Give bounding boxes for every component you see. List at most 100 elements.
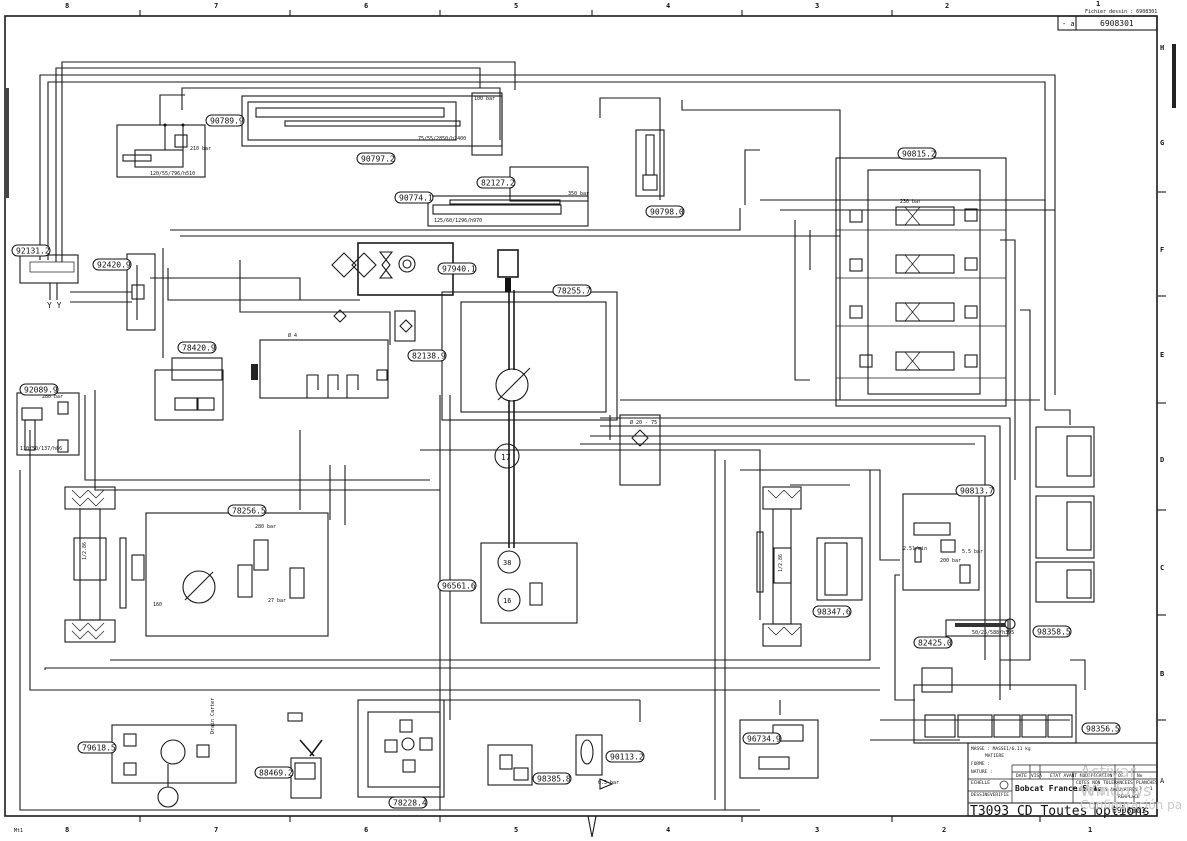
component-82138.9 [394,310,416,342]
callout-bubble [913,636,953,649]
zone-bottom-7: 7 [214,826,218,834]
callout-bubble [394,191,434,204]
callout-id: 88469.2 [259,769,293,778]
doc-number-header: 6908301 [1100,19,1134,28]
callout-92420.9: 92420.9 [92,258,132,271]
callout-id: 82425.0 [918,639,952,648]
callout-bubble [1032,625,1072,638]
relief-90774: 350 bar [568,191,589,197]
component-82425.0: 50/25/588/h395 [945,618,1016,637]
filter: Ø 20 - 75 [619,414,661,486]
callout-bubble [552,284,592,297]
callout-82425.0: 82425.0 [913,636,953,649]
zone-bottom-5: 5 [514,826,518,834]
callout-79618.5: 79618.5 [77,741,117,754]
component-92420.9 [70,253,156,331]
component-79618.5: Drain Carter [111,698,237,808]
callout-id: 97940.1 [442,265,476,274]
relief-78256: 280 bar [255,524,276,530]
callout-90113.2: 90113.2 [605,750,645,763]
tb-col-no: No [1137,773,1143,779]
callout-id: 90774.1 [399,194,433,203]
callout-id: 98385.8 [537,775,571,784]
callout-98356.5: 98356.5 [1081,722,1121,735]
callout-bubble [645,205,685,218]
callout-bubble [605,750,645,763]
callout-bubble [77,741,117,754]
row-B: B [1160,670,1164,678]
row-F: F [1160,246,1164,254]
spec-90789: 120/55/796/h510 [150,171,195,177]
callout-bubble [812,605,852,618]
relief-90815: 230 bar [900,199,921,205]
callout-bubble [955,484,995,497]
title-block: MASSE : MASSE1/6.11 kg MATIERE FORME : N… [967,742,1165,819]
tb-lengths: LONGUEURS [1076,787,1101,793]
callout-id: 90789.9 [210,117,244,126]
callout-82127.2: 82127.2 [476,176,516,189]
callout-78228.4: 78228.4 [388,796,428,809]
callout-bubble [437,262,477,275]
relief-90113: 0.5 bar [598,780,619,786]
callout-id: 92131.2 [16,247,50,256]
callout-id: 98358.5 [1037,628,1071,637]
bottom-left-mark: Mt1 [14,828,23,834]
callout-bubble [897,147,937,160]
tb-scale: ECHELLE [971,780,990,786]
filter-label: Ø 20 - 75 [630,419,657,426]
spec-92089: 110/50/137/h86 [20,446,62,452]
callout-id: 78255.7 [557,287,591,296]
tb-drawing-title: T3093 CD Toutes options [970,804,1150,819]
drawing-frame [4,10,1176,838]
callout-bubble [177,341,217,354]
component-96561.6: 38 16 [480,542,578,624]
tank-block: Ø 4 [251,309,389,399]
pump-16-label: 16 [503,597,511,605]
spec-90774: 125/60/1296/h970 [434,218,482,224]
callout-id: 96734.9 [747,735,781,744]
callout-id: 78228.4 [393,799,427,808]
callout-bubble [254,766,294,779]
callout-bubble [1081,722,1121,735]
component-78255.7: 17 [441,290,618,548]
component-78420.9 [154,357,224,421]
press-27: 27 bar [268,598,286,604]
relief-90789: 210 bar [190,146,211,152]
hydraulic-lines [19,61,1086,811]
tb-angles: COTES ANGULAIRES [1094,787,1138,793]
component-90113.2: 0.5 bar [575,734,619,790]
flow-label: 2.5l/min [903,546,927,552]
row-C: C [1160,564,1164,572]
tb-sheets: PLANCHES [1136,780,1158,786]
callout-id: 90797.2 [361,155,395,164]
callout-id: 90113.2 [610,753,644,762]
callout-id: 82127.2 [481,179,515,188]
tb-col-date: DATE [1016,773,1027,779]
zone-bottom-3: 3 [815,826,819,834]
component-90798.0 [635,129,665,197]
callout-88469.2: 88469.2 [254,766,294,779]
callout-90813.7: 90813.7 [955,484,995,497]
callout-90797.2: 90797.2 [356,152,396,165]
callout-98347.6: 98347.6 [812,605,852,618]
zone-top-5: 5 [514,2,518,10]
component-98347.6 [816,537,863,601]
callout-98358.5: 98358.5 [1032,625,1072,638]
callout-id: 96561.6 [442,582,476,591]
callout-90774.1: 90774.1 [394,191,434,204]
row-G: G [1160,139,1164,147]
axle-ratio-left: 1/2.86 [82,542,88,560]
zone-bottom-8: 8 [65,826,69,834]
file-label: Fichier dessin : 6908301 [1085,9,1157,15]
zone-top-3: 3 [815,2,819,10]
tb-format: FORME : [971,761,990,767]
component-78256.5: 280 bar 27 bar 160 [145,512,329,637]
callout-id: 78256.5 [232,507,266,516]
callout-bubble [437,579,477,592]
tb-company: Bobcat France S.A. [1015,784,1102,793]
tb-nature: NATURE : [971,769,993,775]
callout-id: 79618.5 [82,744,116,753]
callout-bubble [92,258,132,271]
callout-bubble [388,796,428,809]
callout-bubble [407,349,447,362]
